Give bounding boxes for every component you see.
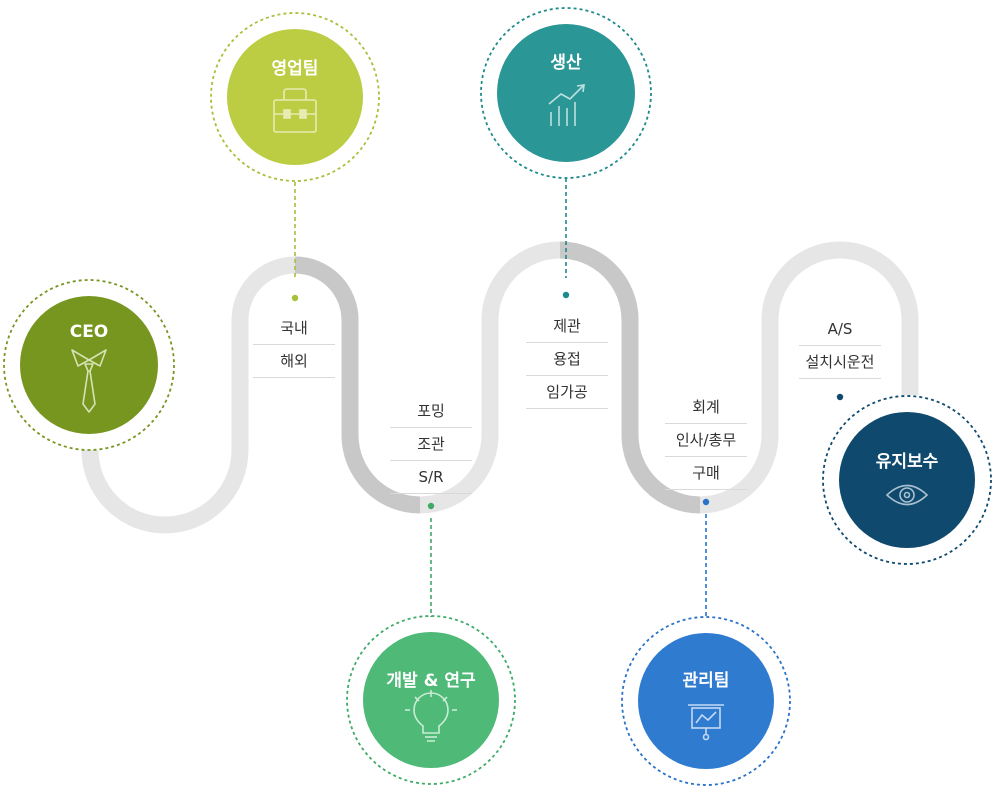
dept-item: 용접 [526,343,608,376]
dept-item: 인사/총무 [665,424,747,457]
growth-chart-icon [548,84,585,126]
connector-dot-production [562,291,570,299]
management-title: 관리팀 [683,671,730,691]
dept-item: 제관 [526,310,608,343]
rnd-ring [346,615,516,785]
dept-list-management: 회계 인사/총무 구매 [665,391,747,490]
ceo-node: CEO [3,279,175,451]
dept-item: 임가공 [526,376,608,409]
rnd-circle [363,632,499,768]
connector-dot-sales [291,294,299,302]
ceo-circle [20,296,158,434]
track-segment-sales [294,256,421,514]
maintenance-circle [839,412,975,548]
management-circle [638,633,774,769]
track-segment-production [559,241,701,514]
dept-list-production: 제관 용접 임가공 [526,310,608,409]
ceo-ring [3,279,175,451]
maintenance-title: 유지보수 [876,452,939,472]
sales-title: 영업팀 [272,59,319,79]
sales-ring [210,12,380,182]
eye-icon [885,484,929,506]
briefcase-icon [273,88,317,133]
tie-icon [71,349,107,413]
production-title: 생산 [550,53,582,73]
connector-dot-maintenance [836,393,844,401]
presentation-board-icon [688,704,724,741]
dept-item: 회계 [665,391,747,424]
production-ring [480,7,652,179]
lightbulb-icon [405,690,457,742]
management-ring [621,616,791,786]
production-circle [497,24,635,162]
dept-item: 포밍 [390,395,472,428]
dept-item: 조관 [390,428,472,461]
dept-list-rnd: 포밍 조관 S/R [390,395,472,494]
rnd-node: 개발 & 연구 [346,615,516,785]
dept-list-maintenance: A/S 설치시운전 [799,313,881,379]
connector-dot-management [702,498,710,506]
sales-node: 영업팀 [210,12,380,182]
ceo-title: CEO [70,322,109,342]
connector-dot-rnd [427,502,435,510]
management-node: 관리팀 [621,616,791,786]
production-node: 생산 [480,7,652,179]
sales-circle [227,29,363,165]
winding-track [81,241,919,534]
dept-item: A/S [799,313,881,346]
maintenance-node: 유지보수 [822,395,992,565]
maintenance-ring [822,395,992,565]
dept-item: S/R [390,461,472,494]
dept-item: 국내 [253,312,335,345]
dept-item: 구매 [665,457,747,490]
dept-item: 설치시운전 [799,346,881,379]
dept-item: 해외 [253,345,335,378]
rnd-title: 개발 & 연구 [386,671,476,691]
dept-list-sales: 국내 해외 [253,312,335,378]
